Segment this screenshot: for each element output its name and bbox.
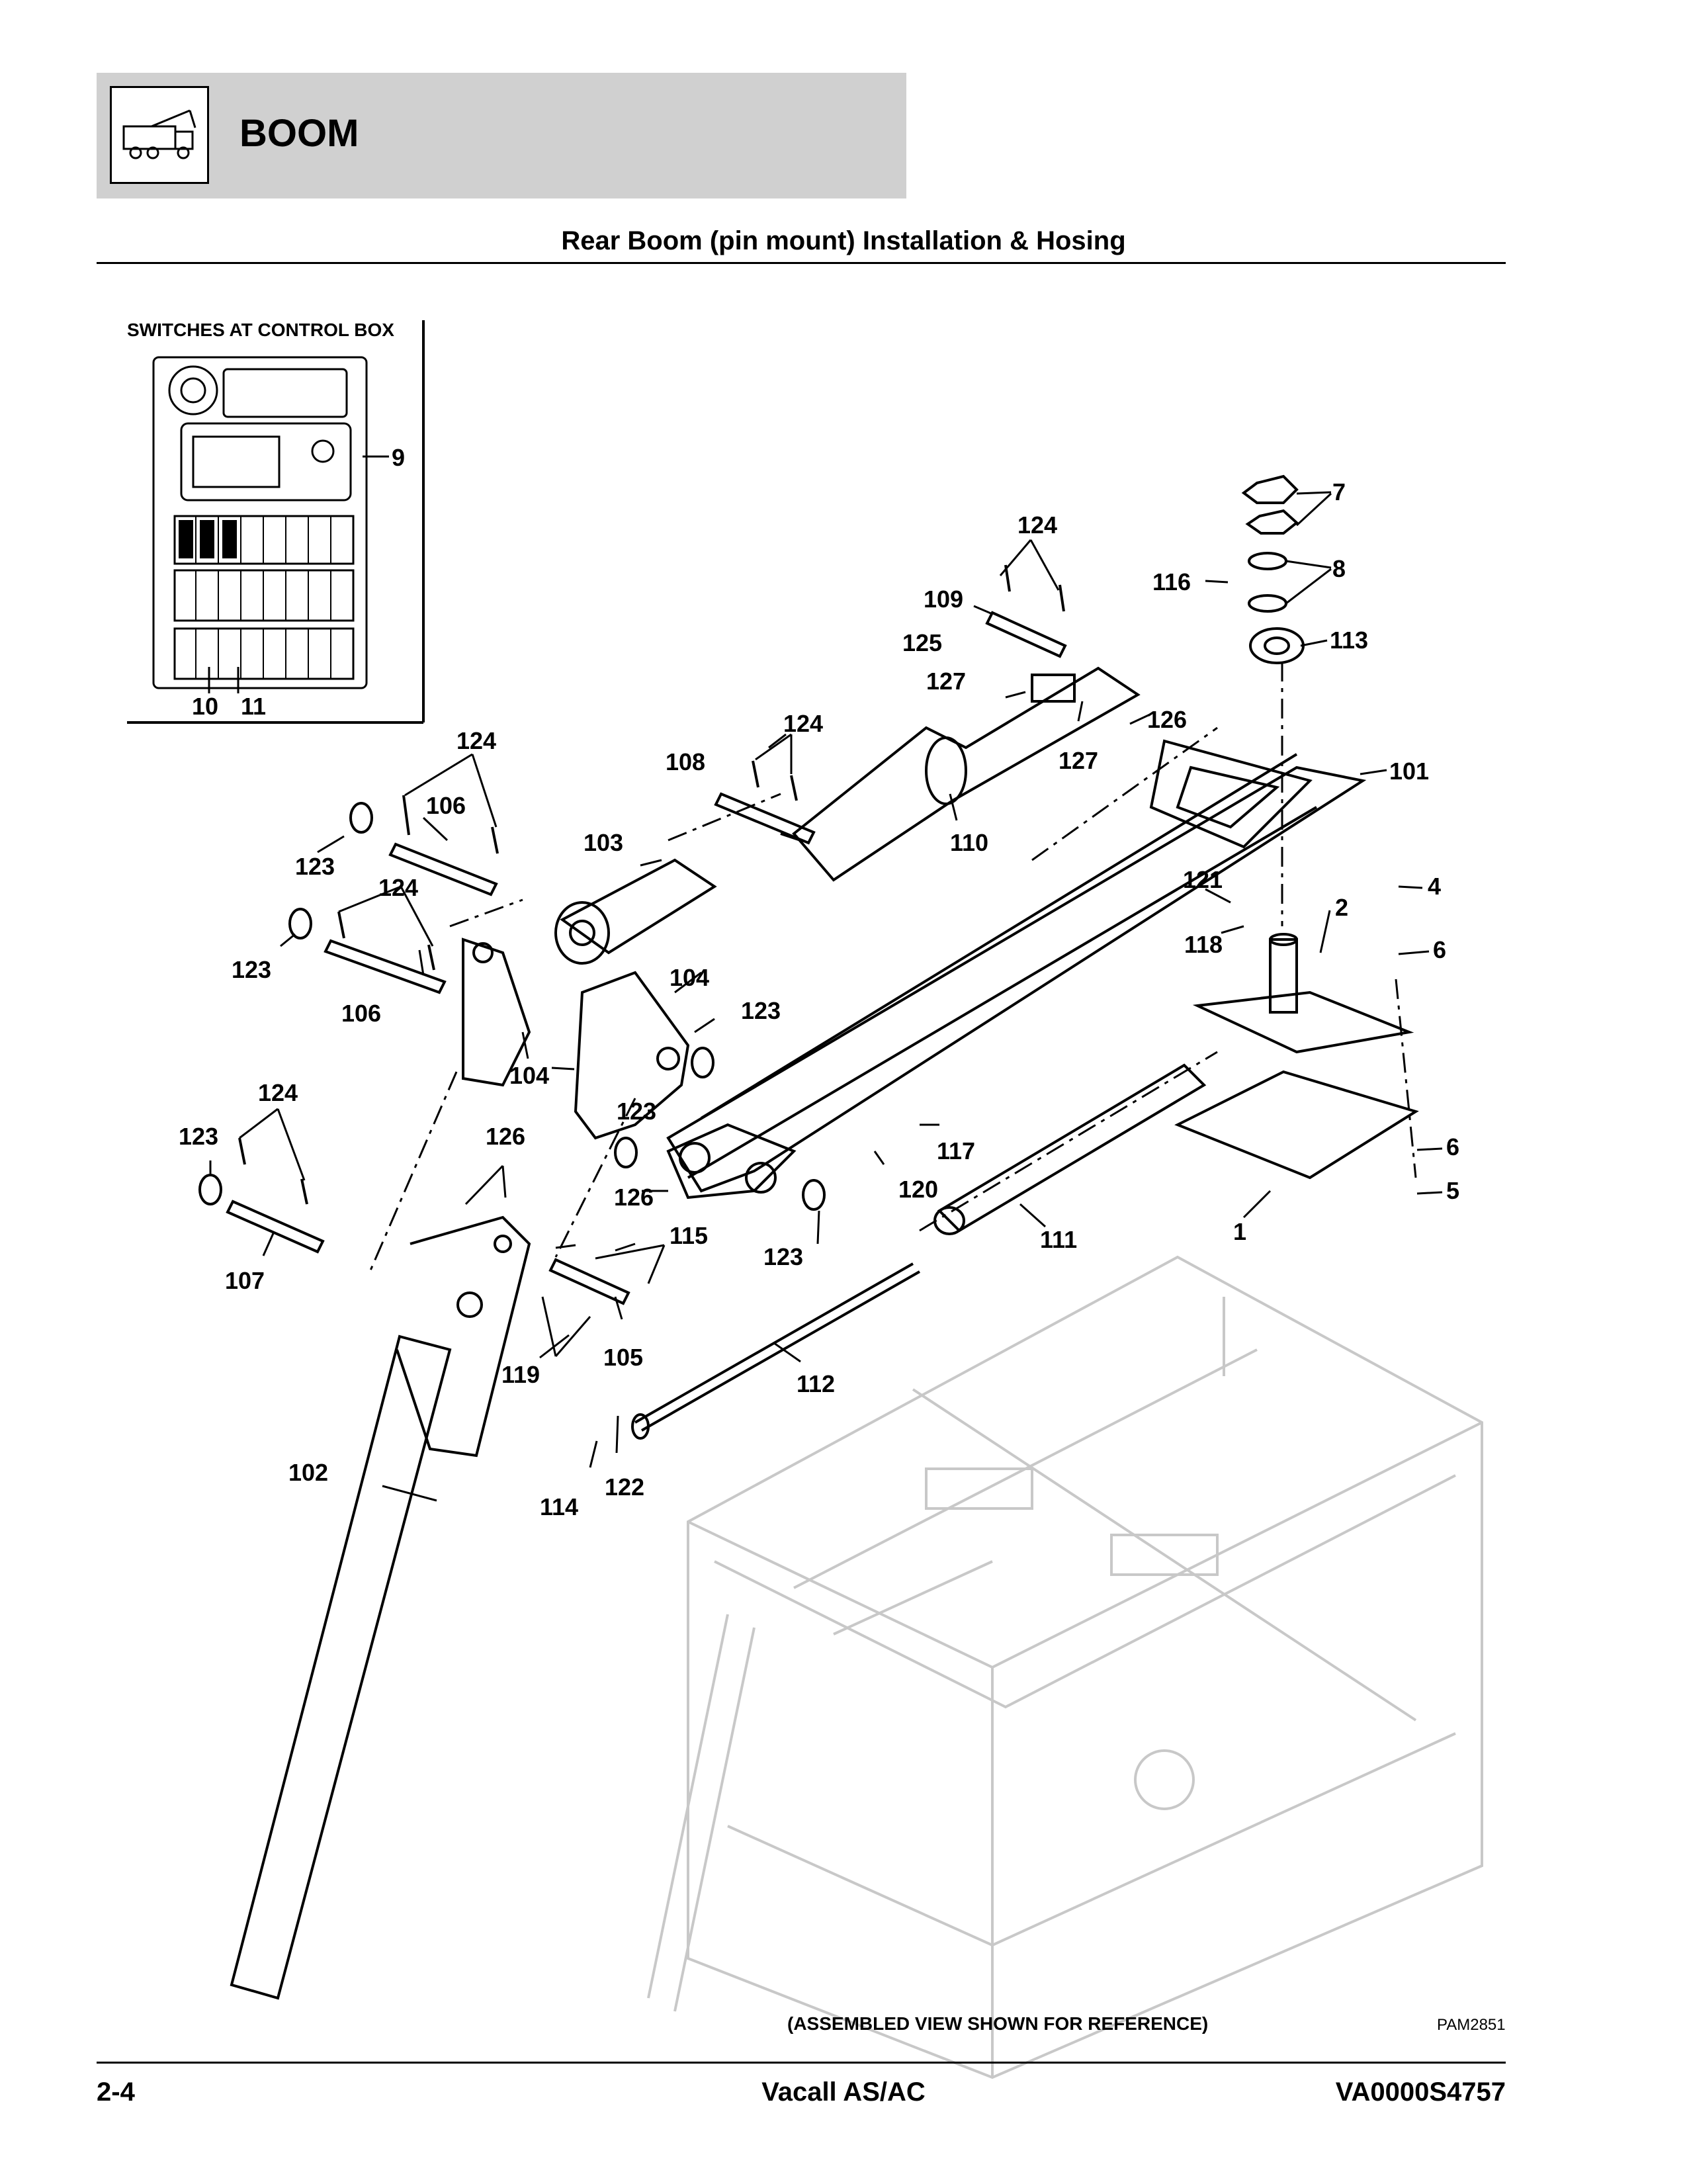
callout-4: 4 <box>1428 873 1441 900</box>
callout-125-right: 126 <box>1147 706 1187 733</box>
callout-120: 120 <box>898 1176 938 1203</box>
callout-119: 119 <box>501 1361 540 1388</box>
alignment-lines <box>369 662 1417 1271</box>
callout-2: 2 <box>1335 894 1348 921</box>
callout-124-mid: 124 <box>783 710 823 737</box>
callout-107: 107 <box>225 1267 265 1294</box>
callout-6-lower: 6 <box>1446 1133 1459 1160</box>
callout-7: 7 <box>1332 478 1346 505</box>
callout-1: 1 <box>1233 1218 1246 1245</box>
callout-125-left: 125 <box>902 629 942 656</box>
callout-117: 117 <box>937 1137 975 1164</box>
footer-page-number: 2-4 <box>97 2077 135 2107</box>
callout-8: 8 <box>1332 555 1346 582</box>
callout-123-a: 123 <box>295 853 335 880</box>
callout-109: 109 <box>924 586 963 613</box>
callout-118: 118 <box>1184 931 1223 958</box>
callout-102: 102 <box>288 1459 328 1486</box>
callout-126-upper: 126 <box>486 1123 525 1150</box>
callout-105: 105 <box>603 1344 643 1371</box>
callout-104-left: 104 <box>509 1062 549 1089</box>
callout-9: 9 <box>392 444 405 471</box>
callout-127-right: 127 <box>1059 747 1098 774</box>
switch-fill <box>179 520 237 558</box>
callout-5: 5 <box>1446 1177 1459 1204</box>
callout-106-upper: 106 <box>426 792 466 819</box>
callout-121: 121 <box>1183 866 1223 893</box>
callout-127-left: 127 <box>926 668 966 695</box>
callout-111: 111 <box>1040 1226 1077 1253</box>
callout-112: 112 <box>797 1370 835 1397</box>
boom-parts-linework <box>198 474 1419 2000</box>
footer-product: Vacall AS/AC <box>761 2077 926 2107</box>
callout-123-d: 123 <box>179 1123 218 1150</box>
footer-rule <box>97 2062 1506 2064</box>
callout-123-e: 123 <box>617 1098 656 1125</box>
callout-122: 122 <box>605 1473 644 1501</box>
callout-104-right: 104 <box>670 964 709 991</box>
header-bar <box>97 73 906 198</box>
assembled-reference-view <box>647 1255 1483 2079</box>
leader-lines <box>209 491 1443 1502</box>
callout-108: 108 <box>666 748 705 775</box>
callout-116: 116 <box>1152 568 1191 595</box>
callout-114: 114 <box>540 1493 578 1520</box>
callout-110: 110 <box>950 829 988 856</box>
callout-124-top: 124 <box>1017 511 1057 539</box>
inset-title: SWITCHES AT CONTROL BOX <box>127 320 394 340</box>
switch-rows <box>195 516 331 679</box>
callout-106-lower: 106 <box>341 1000 381 1027</box>
callout-124-left: 124 <box>378 874 418 901</box>
control-box-inset: SWITCHES AT CONTROL BOX <box>127 320 425 724</box>
callout-101: 101 <box>1389 758 1429 785</box>
callout-124-far-left: 124 <box>258 1079 298 1106</box>
callout-6-upper: 6 <box>1433 936 1446 963</box>
control-panel-drawing <box>152 356 368 689</box>
footer-doc-number: VA0000S4757 <box>1335 2077 1506 2107</box>
callout-11: 11 <box>241 693 266 720</box>
callout-10: 10 <box>192 693 218 720</box>
header-rule <box>97 262 1506 264</box>
callout-126-lower: 126 <box>614 1184 654 1211</box>
page-subtitle: Rear Boom (pin mount) Installation & Hos… <box>561 226 1126 255</box>
callout-113: 113 <box>1330 627 1368 654</box>
callout-123-f: 123 <box>763 1243 803 1270</box>
callout-123-c: 123 <box>741 997 781 1024</box>
section-title: BOOM <box>239 112 359 155</box>
figure-id: PAM2851 <box>1437 2016 1506 2034</box>
callout-labels: 7 8 113 116 124 109 125 127 126 127 101 … <box>179 444 1459 1520</box>
vacuum-truck-icon <box>110 86 209 184</box>
callout-123-b: 123 <box>232 956 271 983</box>
callout-115: 115 <box>670 1222 708 1249</box>
callout-124-upper-left: 124 <box>456 727 496 754</box>
reference-note: (ASSEMBLED VIEW SHOWN FOR REFERENCE) <box>787 2013 1208 2034</box>
callout-103: 103 <box>584 829 623 856</box>
